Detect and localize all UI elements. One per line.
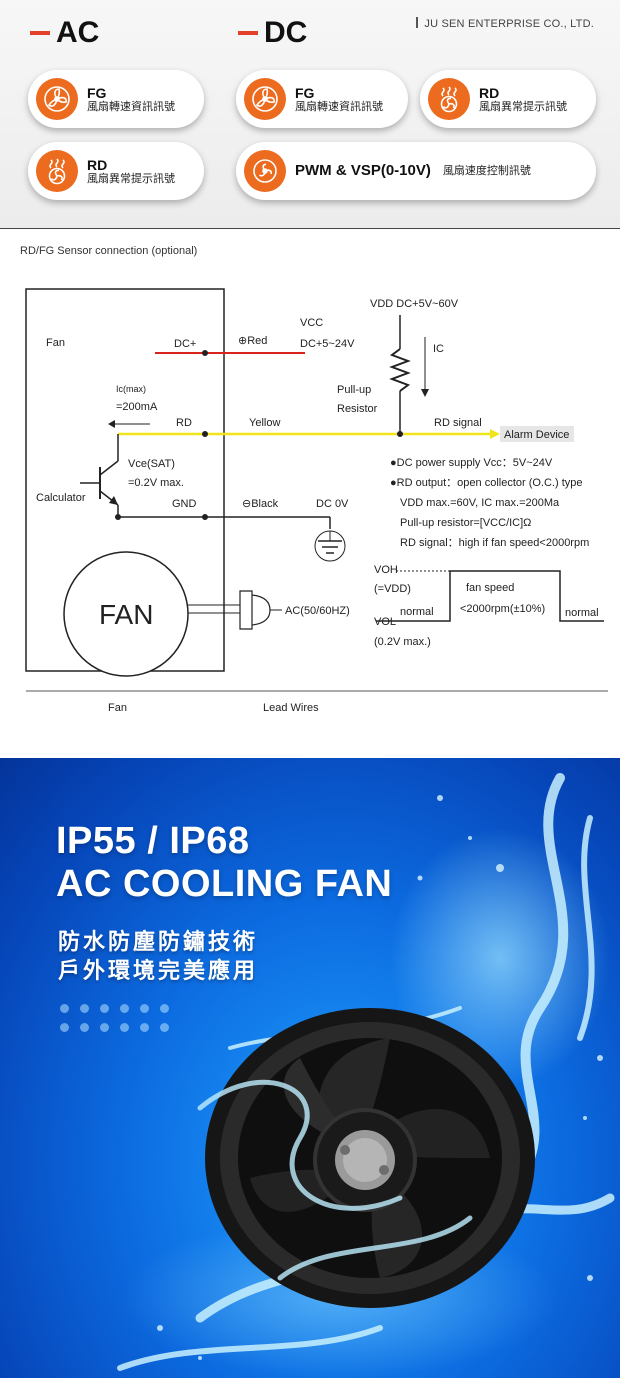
vdd-label: VDD DC+5V~60V [370,298,459,310]
footer-fan-label: Fan [108,702,127,714]
dc-pwm-pill: PWM & VSP(0-10V) 風扇速度控制訊號 [236,142,596,200]
fan-icon [36,78,78,120]
calculator-label: Calculator [36,492,86,504]
black-wire-label: ⊖Black [242,498,279,510]
vol-value: (0.2V max.) [374,636,431,648]
note-2: ●RD output：open collector (O.C.) type [390,477,583,489]
dc0v-label: DC 0V [316,498,349,510]
fan-speed-label-1: fan speed [466,582,514,594]
vcc-range: DC+5~24V [300,338,355,350]
heading-dash [30,31,50,35]
alarm-device-label: Alarm Device [504,429,569,441]
hero-subtitle: 防水防塵防鏽技術 戶外環境完美應用 [58,929,259,985]
rd-label: RD [176,417,192,429]
dc-fg-pill: FG 風扇轉速資訊訊號 [236,70,408,128]
ac-label: AC(50/60HZ) [285,605,350,617]
decorative-dots [60,1004,176,1032]
ac-fg-pill: FG 風扇轉速資訊訊號 [28,70,204,128]
fan-speed-label-2: <2000rpm(±10%) [460,603,545,615]
vce-label: Vce(SAT) [128,458,175,470]
hot-fan-icon [428,78,470,120]
eq-vdd-label: (=VDD) [374,583,411,595]
rd-signal-label: RD signal [434,417,482,429]
ic-max-value: =200mA [116,401,158,413]
pullup-label-1: Pull-up [337,384,371,396]
vcc-label: VCC [300,317,323,329]
normal-label-1: normal [400,606,434,618]
diagram-title: RD/FG Sensor connection (optional) [20,245,198,257]
cooling-fan-illustration [205,1008,535,1308]
ac-rd-pill: RD 風扇異常提示訊號 [28,142,204,200]
note-5: RD signal：high if fan speed<2000rpm [400,537,589,549]
sensor-connection-diagram: RD/FG Sensor connection (optional) Fan D… [0,228,620,758]
pullup-resistor [389,348,411,392]
ac-heading: AC [30,16,99,50]
speed-control-icon [244,150,286,192]
note-3: VDD max.=60V, IC max.=200Ma [400,497,560,509]
yellow-wire-label: Yellow [249,417,280,429]
ic-max-label: Ic(max) [116,384,146,394]
signal-features-section: AC DC JU SEN ENTERPRISE CO., LTD. FG 風扇轉… [0,0,620,228]
fan-icon [244,78,286,120]
company-name: JU SEN ENTERPRISE CO., LTD. [416,17,594,30]
normal-label-2: normal [565,607,599,619]
gnd-label: GND [172,498,197,510]
dc-heading: DC [238,16,307,50]
hero-title: IP55 / IP68 AC COOLING FAN [56,820,393,905]
voh-label: VOH [374,564,398,576]
heading-dash [238,31,258,35]
fan-circle-label: FAN [99,599,153,630]
vce-value: =0.2V max. [128,477,184,489]
note-1: ●DC power supply Vcc：5V~24V [390,457,553,469]
rd-waveform [376,570,604,622]
hot-fan-icon [36,150,78,192]
fan-box-label: Fan [46,337,65,349]
note-4: Pull-up resistor=[VCC/IC]Ω [400,517,531,529]
ic-label: IC [433,343,444,355]
dc-plus-label: DC+ [174,338,196,350]
hero-banner: IP55 / IP68 AC COOLING FAN 防水防塵防鏽技術 戶外環境… [0,758,620,1378]
pullup-label-2: Resistor [337,403,378,415]
footer-wires-label: Lead Wires [263,702,319,714]
wiring-diagram: Fan DC+ ⊕Red VCC DC+5~24V VDD DC+5V~60V … [25,288,608,714]
fan-circle [63,551,189,677]
vol-label: VOL [374,616,396,628]
water-splash-art [117,773,615,1378]
red-wire-label: ⊕Red [238,335,267,347]
dc-rd-pill: RD 風扇異常提示訊號 [420,70,596,128]
